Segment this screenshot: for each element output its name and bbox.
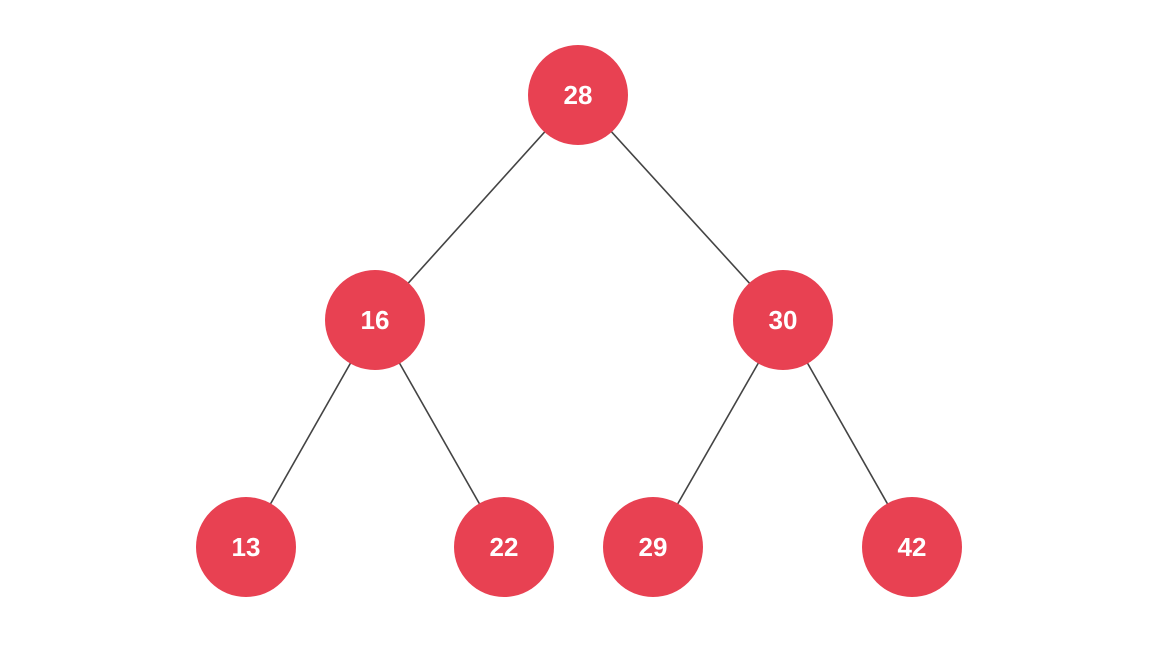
tree-node-13: 13 <box>196 497 296 597</box>
tree-node-28: 28 <box>528 45 628 145</box>
tree-node-16: 16 <box>325 270 425 370</box>
node-label: 30 <box>769 305 798 335</box>
tree-node-42: 42 <box>862 497 962 597</box>
tree-node-30: 30 <box>733 270 833 370</box>
node-circle <box>454 497 554 597</box>
node-label: 29 <box>639 532 668 562</box>
edge-n28-n16 <box>374 94 579 321</box>
node-label: 42 <box>898 532 927 562</box>
tree-node-29: 29 <box>603 497 703 597</box>
node-circle <box>196 497 296 597</box>
node-label: 28 <box>564 80 593 110</box>
node-label: 22 <box>490 532 519 562</box>
node-circle <box>325 270 425 370</box>
node-circle <box>528 45 628 145</box>
node-circle <box>733 270 833 370</box>
tree-node-22: 22 <box>454 497 554 597</box>
node-label: 16 <box>361 305 390 335</box>
edge-n28-n30 <box>577 94 784 321</box>
level-separators <box>11 158 1149 638</box>
node-label: 13 <box>232 532 261 562</box>
tree-nodes: 28 16 30 13 22 29 42 <box>196 45 962 597</box>
node-circle <box>862 497 962 597</box>
node-circle <box>603 497 703 597</box>
